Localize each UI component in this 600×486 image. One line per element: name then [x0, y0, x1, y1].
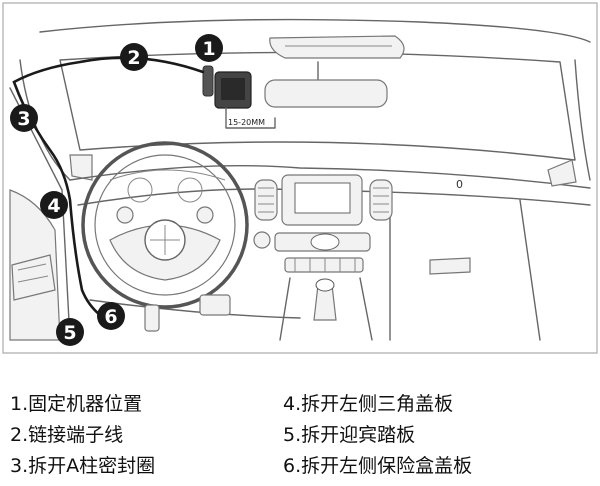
- pedals: [144, 294, 231, 332]
- svg-text:5: 5: [63, 322, 76, 344]
- overhead-console: [269, 35, 405, 59]
- car-interior-installation-diagram: 15-20MM: [2, 2, 598, 354]
- legend-step-5: 5.拆开迎宾踏板: [283, 424, 416, 446]
- step-legend: 1.固定机器位置 2.链接端子线 3.拆开A柱密封圈 4.拆开左侧三角盖板 5.…: [0, 372, 600, 486]
- instrument-cluster: [109, 169, 226, 203]
- legend-step-3: 3.拆开A柱密封圈: [10, 455, 156, 477]
- svg-text:1: 1: [202, 38, 215, 60]
- marker-1: 1: [195, 34, 223, 62]
- measurement-label: 15-20MM: [228, 118, 265, 127]
- marker-3: 3: [10, 104, 38, 132]
- marker-5: 5: [56, 318, 84, 346]
- left-triangle-cover: [69, 154, 93, 181]
- dashboard-vent-label: 0: [456, 178, 463, 191]
- mounting-distance-indicator: 15-20MM: [225, 107, 276, 129]
- door-switch-panel: [11, 254, 56, 301]
- svg-text:6: 6: [104, 306, 117, 328]
- legend-step-2: 2.链接端子线: [10, 424, 124, 446]
- start-button: [253, 231, 271, 249]
- marker-4: 4: [40, 191, 68, 219]
- svg-text:4: 4: [47, 195, 60, 217]
- legend-step-6: 6.拆开左侧保险盒盖板: [283, 455, 473, 477]
- svg-text:3: 3: [17, 108, 30, 130]
- air-vents: [254, 159, 577, 221]
- legend-step-4: 4.拆开左侧三角盖板: [283, 393, 454, 415]
- steering-wheel: [81, 141, 249, 309]
- rearview-mirror: [264, 61, 388, 108]
- legend-step-1: 1.固定机器位置: [10, 393, 143, 415]
- dashcam-device: [202, 65, 252, 109]
- marker-2: 2: [120, 43, 148, 71]
- svg-text:2: 2: [127, 47, 140, 69]
- power-cable-route: [12, 56, 205, 317]
- marker-6: 6: [97, 302, 125, 330]
- center-console: [253, 174, 373, 341]
- infotainment-screen: [294, 182, 351, 214]
